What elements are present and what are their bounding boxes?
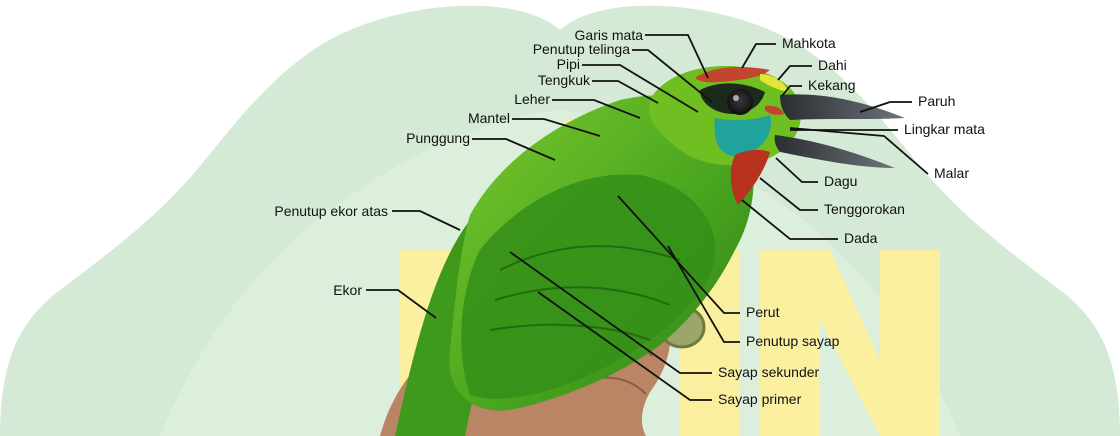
label-penutup-ekor-atas: Penutup ekor atas	[274, 203, 388, 219]
label-dahi: Dahi	[818, 57, 847, 73]
label-penutup-sayap: Penutup sayap	[746, 333, 840, 349]
label-dagu: Dagu	[824, 173, 857, 189]
label-pipi: Pipi	[557, 56, 580, 72]
label-malar: Malar	[934, 165, 969, 181]
label-dada: Dada	[844, 230, 878, 246]
label-tenggorokan: Tenggorokan	[824, 201, 905, 217]
label-leher: Leher	[514, 91, 550, 107]
label-tengkuk: Tengkuk	[538, 72, 591, 88]
label-sayap-primer: Sayap primer	[718, 391, 802, 407]
label-mantel: Mantel	[468, 110, 510, 126]
label-penutup-telinga: Penutup telinga	[533, 41, 631, 57]
label-paruh: Paruh	[918, 93, 955, 109]
label-sayap-sekunder: Sayap sekunder	[718, 364, 820, 380]
bird-eye	[727, 89, 753, 115]
label-punggung: Punggung	[406, 130, 470, 146]
label-lingkar-mata: Lingkar mata	[904, 121, 985, 137]
label-mahkota: Mahkota	[782, 35, 836, 51]
label-ekor: Ekor	[333, 282, 362, 298]
label-kekang: Kekang	[808, 77, 855, 93]
label-perut: Perut	[746, 304, 780, 320]
